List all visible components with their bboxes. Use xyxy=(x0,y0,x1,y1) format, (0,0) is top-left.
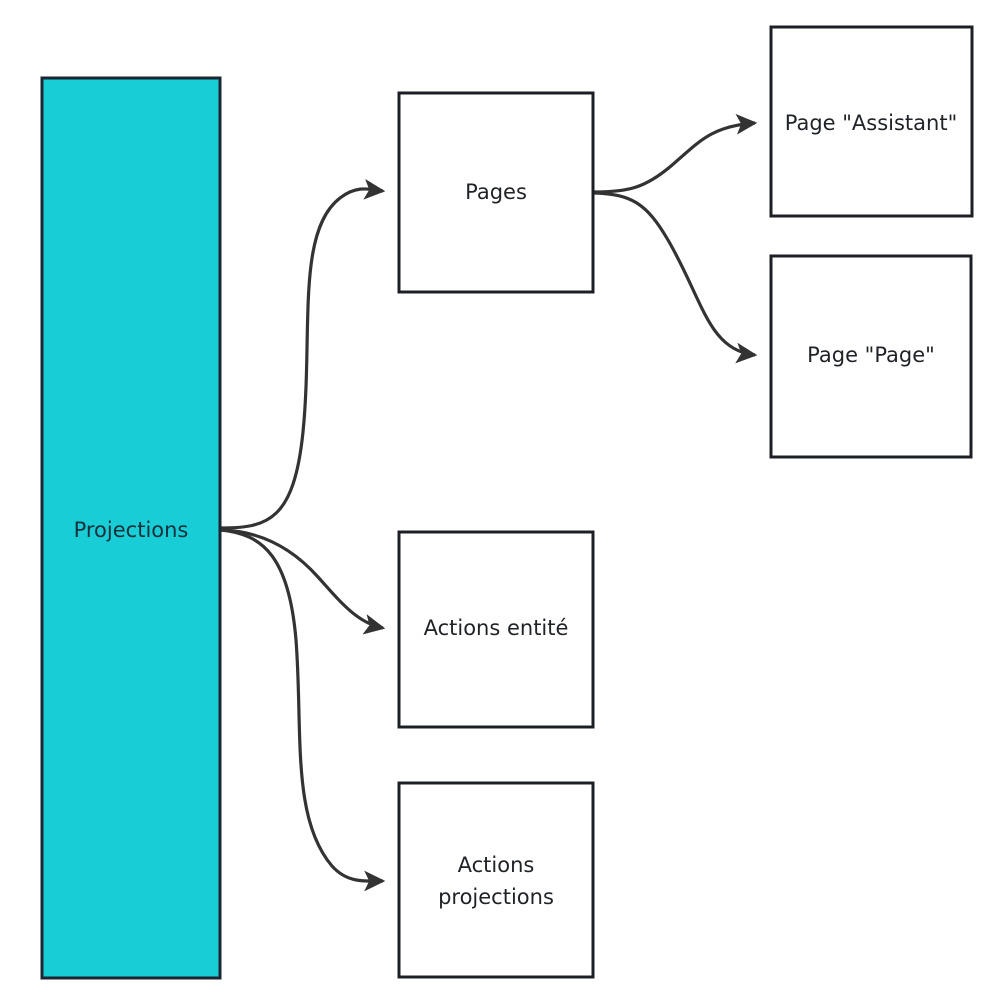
node-projections-label: Projections xyxy=(74,518,189,542)
edge-layer xyxy=(220,113,758,892)
node-actions-entite-label: Actions entité xyxy=(424,616,569,640)
node-projections[interactable]: Projections xyxy=(40,76,222,980)
node-actions-entite[interactable]: Actions entité xyxy=(397,530,595,729)
edge-projections-pages[interactable] xyxy=(220,178,386,530)
edge-pages-page-assistant[interactable] xyxy=(593,113,758,194)
node-layer: Projections Pages Page "Assistant" Page … xyxy=(40,25,974,980)
node-actions-projections-label-line1: Actions xyxy=(458,853,535,877)
edge-projections-actions-entite[interactable] xyxy=(220,528,386,635)
node-actions-projections[interactable]: Actions projections xyxy=(397,781,595,979)
edge-projections-actions-projections[interactable] xyxy=(220,528,386,892)
node-page-assistant[interactable]: Page "Assistant" xyxy=(769,25,974,218)
node-pages-label: Pages xyxy=(465,180,527,204)
node-pages[interactable]: Pages xyxy=(397,91,595,294)
node-page-assistant-label: Page "Assistant" xyxy=(785,111,958,135)
node-page-page-label: Page "Page" xyxy=(807,343,935,367)
edge-pages-page-page[interactable] xyxy=(593,191,758,364)
node-actions-projections-label-line2: projections xyxy=(438,885,554,909)
node-page-page[interactable]: Page "Page" xyxy=(769,254,973,459)
